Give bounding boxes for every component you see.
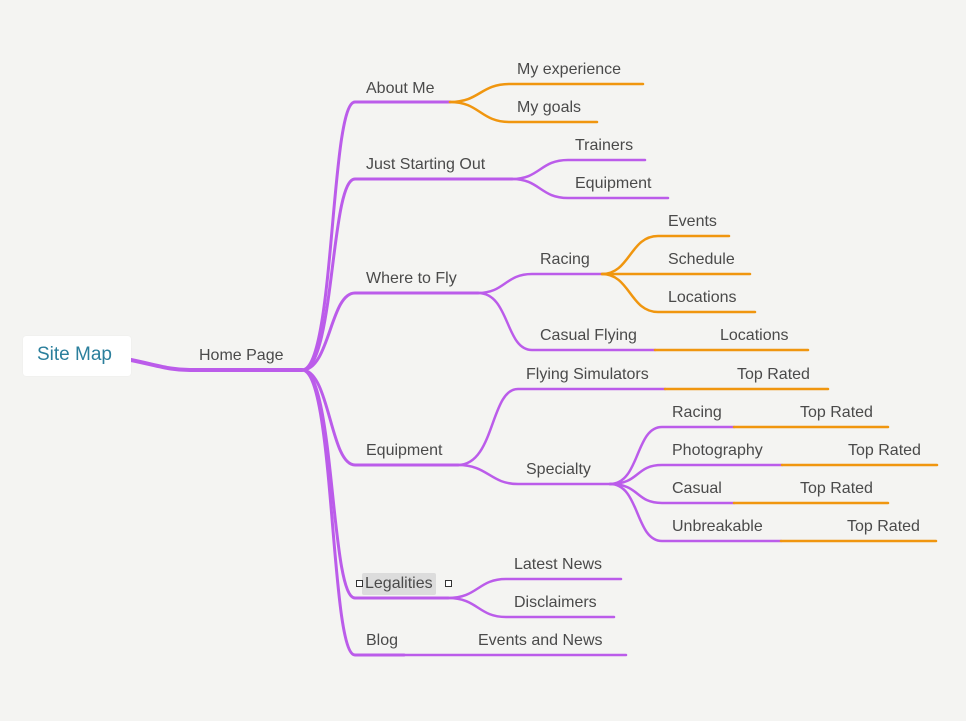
node-blog[interactable]: Blog	[366, 632, 399, 649]
connector-home-starting	[300, 177, 514, 372]
connector-specialty-unbreakable	[608, 482, 783, 543]
node-just-starting-out[interactable]: Just Starting Out	[366, 156, 486, 173]
connector-home-where	[300, 291, 480, 372]
selection-handle-left[interactable]	[356, 580, 363, 587]
node-specialty-racing-top-rated[interactable]: Top Rated	[800, 404, 873, 421]
selection-handle-right[interactable]	[445, 580, 452, 587]
node-photography-top-rated[interactable]: Top Rated	[848, 442, 921, 459]
node-flying-simulators[interactable]: Flying Simulators	[526, 366, 649, 383]
node-photography[interactable]: Photography	[672, 442, 763, 459]
node-specialty-racing[interactable]: Racing	[672, 404, 722, 421]
connector-where-racing	[476, 272, 604, 295]
connector-racing-locations	[600, 272, 757, 314]
connector-about-experience	[448, 82, 645, 104]
node-simulators-top-rated[interactable]: Top Rated	[737, 366, 810, 383]
node-trainers[interactable]: Trainers	[575, 137, 634, 154]
connector-specialty-photography	[608, 463, 784, 486]
node-latest-news[interactable]: Latest News	[514, 556, 603, 573]
node-unbreakable-top-rated[interactable]: Top Rated	[847, 518, 920, 535]
node-unbreakable[interactable]: Unbreakable	[672, 518, 763, 535]
node-schedule[interactable]: Schedule	[668, 251, 735, 268]
connector-home-blog	[300, 368, 406, 657]
connector-root-home	[129, 358, 304, 372]
node-casual[interactable]: Casual	[672, 480, 722, 497]
node-racing-locations[interactable]: Locations	[668, 289, 737, 306]
connector-where-casual	[476, 291, 657, 352]
node-where-to-fly[interactable]: Where to Fly	[366, 270, 457, 287]
node-starting-equipment[interactable]: Equipment	[575, 175, 652, 192]
node-legalities[interactable]: Legalities	[362, 573, 436, 595]
node-about-me[interactable]: About Me	[366, 80, 435, 97]
node-specialty[interactable]: Specialty	[526, 461, 591, 478]
node-events[interactable]: Events	[668, 213, 717, 230]
node-home-page[interactable]: Home Page	[199, 347, 284, 364]
node-my-experience[interactable]: My experience	[517, 61, 622, 78]
node-equipment[interactable]: Equipment	[366, 442, 443, 459]
node-disclaimers[interactable]: Disclaimers	[514, 594, 597, 611]
connector-equipment-specialty	[456, 463, 612, 486]
connector-legalities-disclaimers	[446, 596, 616, 619]
root-label: Site Map	[37, 344, 112, 365]
connector-home-equipment	[300, 368, 460, 467]
node-casual-flying[interactable]: Casual Flying	[540, 327, 637, 344]
node-racing[interactable]: Racing	[540, 251, 590, 268]
connector-home-legalities	[300, 368, 450, 600]
connector-starting-trainers	[510, 158, 647, 181]
connector-specialty-racing	[608, 425, 736, 486]
node-my-goals[interactable]: My goals	[517, 99, 582, 116]
connector-about-goals	[448, 100, 599, 124]
connector-home-about	[300, 100, 452, 372]
node-events-and-news[interactable]: Events and News	[478, 632, 603, 649]
node-casual-top-rated[interactable]: Top Rated	[800, 480, 873, 497]
root-node[interactable]: Site Map	[23, 336, 131, 376]
connector-equipment-simulators	[456, 387, 667, 467]
node-casual-locations[interactable]: Locations	[720, 327, 789, 344]
connector-legalities-news	[446, 577, 623, 600]
connector-starting-equipment	[510, 177, 670, 200]
connector-racing-events	[600, 234, 731, 276]
